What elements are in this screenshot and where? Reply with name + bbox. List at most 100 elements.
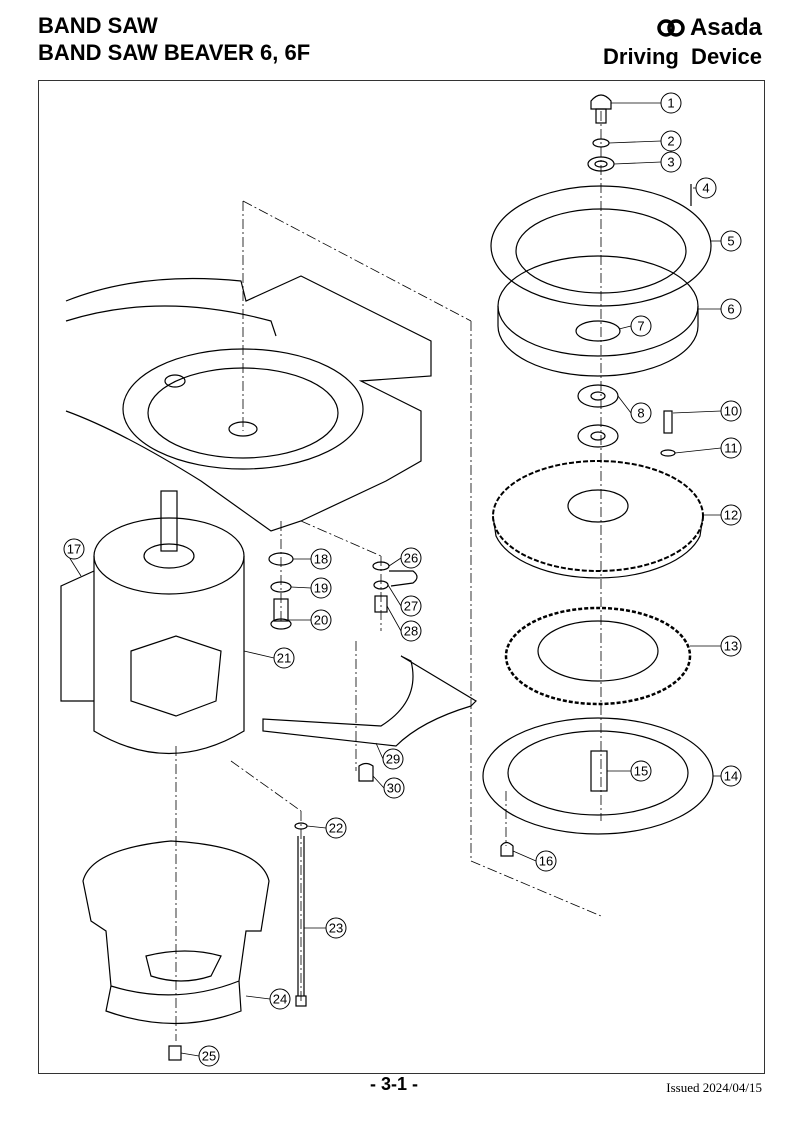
callout-19: 19 (290, 577, 332, 599)
callout-label: 27 (404, 599, 418, 614)
leader-line (674, 447, 722, 454)
callout-label: 16 (539, 854, 553, 869)
page-number: - 3-1 - (370, 1074, 419, 1094)
callout-label: 30 (387, 781, 401, 796)
callout-23: 23 (304, 917, 347, 939)
callout-circle (273, 647, 295, 669)
leader-line (243, 650, 275, 659)
callout-circle (720, 298, 742, 320)
leader-line (180, 1052, 200, 1057)
callout-circle (310, 609, 332, 631)
callout-label: 11 (724, 441, 738, 456)
callout-circle (400, 547, 422, 569)
callout-circle (269, 988, 291, 1010)
callout-13: 13 (690, 635, 742, 657)
callout-label: 26 (404, 551, 418, 566)
leader-line (290, 586, 312, 589)
callout-label: 8 (637, 406, 644, 421)
callout-circle (695, 177, 717, 199)
callout-1: 1 (611, 92, 682, 114)
callout-label: 4 (702, 181, 709, 196)
issued-date: Issued 2024/04/15 (666, 1080, 762, 1095)
callout-circle (630, 402, 652, 424)
callout-label: 1 (667, 96, 674, 111)
center-lines (175, 111, 602, 1041)
leader-line (617, 395, 632, 414)
callout-label: 25 (202, 1049, 216, 1064)
brand-name: Asada (689, 14, 762, 41)
brand-logo: Asada (656, 14, 762, 42)
callout-label: 18 (314, 552, 328, 567)
callout-label: 3 (667, 155, 674, 170)
leader-line (388, 557, 402, 567)
callout-label: 28 (404, 624, 418, 639)
callout-6: 6 (698, 298, 742, 320)
callout-4: 4 (693, 177, 717, 199)
callout-12: 12 (703, 504, 742, 526)
title-line-2: BAND SAW BEAVER 6, 6F (38, 40, 311, 65)
callout-label: 5 (727, 234, 734, 249)
callout-circle (198, 1045, 220, 1067)
callout-29: 29 (375, 742, 404, 770)
callout-circle (310, 548, 332, 570)
callout-25: 25 (180, 1045, 220, 1067)
callout-circle (400, 620, 422, 642)
callout-label: 10 (724, 404, 738, 419)
callout-label: 22 (329, 821, 343, 836)
callout-label: 6 (727, 302, 734, 317)
asada-rings-icon (657, 19, 685, 37)
callout-circle (310, 577, 332, 599)
leader-line (306, 825, 327, 829)
callout-8: 8 (617, 395, 652, 424)
section-title: Driving Device (603, 44, 762, 69)
callout-label: 17 (67, 542, 81, 557)
callout-circle (720, 437, 742, 459)
callout-circle (400, 595, 422, 617)
callout-circle (660, 130, 682, 152)
callout-circle (660, 151, 682, 173)
leader-line (245, 995, 271, 1000)
callout-circle (325, 817, 347, 839)
callout-5: 5 (711, 230, 742, 252)
callout-circle (325, 917, 347, 939)
motor (60, 490, 245, 754)
leader-line (672, 410, 722, 414)
callout-circle (720, 230, 742, 252)
callout-circle (382, 748, 404, 770)
callout-label: 2 (667, 134, 674, 149)
callout-label: 20 (314, 613, 328, 628)
callout-3: 3 (613, 151, 682, 173)
callout-15: 15 (607, 760, 652, 782)
callout-label: 14 (724, 769, 738, 784)
callout-28: 28 (386, 605, 422, 642)
callout-circle (63, 538, 85, 560)
callout-circle (535, 850, 557, 872)
callout-17: 17 (63, 538, 85, 577)
callout-20: 20 (288, 609, 332, 631)
callout-label: 13 (724, 639, 738, 654)
base-casting (65, 275, 432, 532)
leader-line (613, 161, 662, 165)
callout-14: 14 (713, 765, 742, 787)
leader-line (372, 775, 385, 789)
callout-label: 7 (637, 319, 644, 334)
callout-label: 21 (277, 651, 291, 666)
leader-line (386, 605, 402, 632)
callout-circle (660, 92, 682, 114)
callout-circle (720, 504, 742, 526)
title-line-1: BAND SAW (38, 13, 158, 38)
callout-label: 24 (273, 992, 287, 1007)
callout-30: 30 (372, 775, 405, 799)
callout-label: 15 (634, 764, 648, 779)
callout-27: 27 (387, 584, 422, 617)
callout-26: 26 (388, 547, 422, 569)
callout-circle (383, 777, 405, 799)
callout-24: 24 (245, 988, 291, 1010)
callout-22: 22 (306, 817, 347, 839)
callout-11: 11 (674, 437, 742, 459)
callout-label: 29 (386, 752, 400, 767)
callout-label: 23 (329, 921, 343, 936)
